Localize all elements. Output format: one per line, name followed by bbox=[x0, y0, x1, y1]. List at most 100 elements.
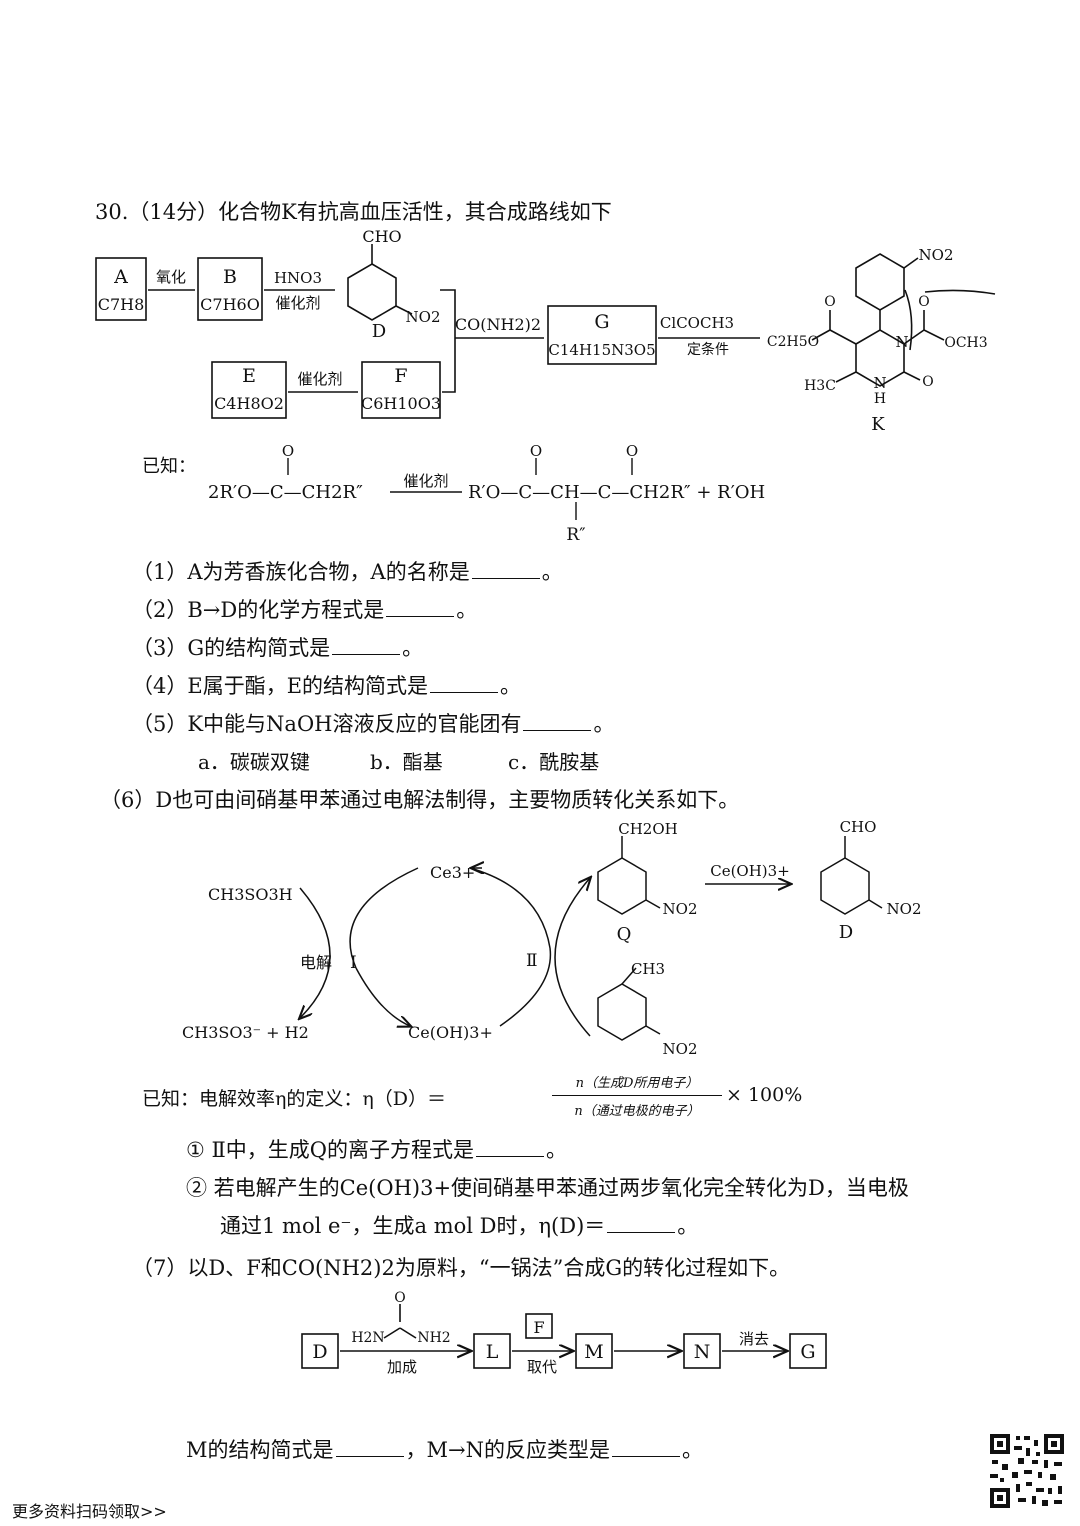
arrow-label-ceoh3: Ce(OH)3+ bbox=[710, 862, 790, 880]
question-5: （5）K中能与NaOH溶液反应的官能团有。 bbox=[132, 712, 615, 736]
K-sub-no2: NO2 bbox=[919, 246, 954, 264]
flow-step-elimination: 消去 bbox=[739, 1330, 769, 1348]
arrow-label-oxidation: 氧化 bbox=[156, 268, 186, 286]
label-D-2: D bbox=[839, 922, 853, 943]
formula-F: C6H10O3 bbox=[361, 394, 441, 413]
efficiency-numerator: n（生成D所用电子） bbox=[575, 1076, 699, 1091]
known-left: 2R′O—C—CH2R″ bbox=[208, 482, 363, 503]
label-D: D bbox=[372, 321, 386, 342]
toluene-sub-no2: NO2 bbox=[663, 1040, 698, 1058]
question-title: 30.（14分）化合物K有抗高血压活性，其合成路线如下 bbox=[95, 200, 612, 224]
cycle-step-I: Ⅰ bbox=[350, 953, 357, 973]
label-K: K bbox=[871, 414, 885, 435]
answer-blank-6-2[interactable] bbox=[607, 1214, 676, 1233]
fraction-bar bbox=[552, 1095, 722, 1096]
answer-blank-7-2[interactable] bbox=[612, 1438, 680, 1457]
cycle-step-II: Ⅱ bbox=[526, 951, 538, 971]
question-7: （7）以D、F和CO(NH2)2为原料，“一锅法”合成G的转化过程如下。 bbox=[132, 1256, 791, 1280]
option-c: c．酰胺基 bbox=[508, 750, 600, 774]
efficiency-times: × 100% bbox=[726, 1084, 803, 1106]
label-B: B bbox=[223, 266, 237, 288]
label-E: E bbox=[242, 365, 256, 387]
K-N: N bbox=[895, 333, 908, 351]
K-sub-h3c: H3C bbox=[804, 378, 836, 394]
question-4: （4）E属于酯，E的结构简式是。 bbox=[132, 674, 522, 698]
known-o-1: O bbox=[282, 442, 294, 460]
known-right: R′O—C—CH—C—CH2R″ + R′OH bbox=[468, 482, 765, 503]
option-a: a．碳碳双键 bbox=[198, 750, 310, 774]
answer-blank-4[interactable] bbox=[430, 674, 499, 693]
K-NH: N bbox=[873, 374, 886, 392]
label-G: G bbox=[594, 311, 609, 333]
efficiency-denominator: n（通过电极的电子） bbox=[574, 1104, 700, 1119]
arrow-label-hno3: HNO3 bbox=[274, 269, 322, 287]
question-6-1: ① Ⅱ中，生成Q的离子方程式是。 bbox=[186, 1138, 567, 1162]
cycle-products: CH3SO3⁻ + H2 bbox=[182, 1023, 309, 1042]
known-arrow-label: 催化剂 bbox=[403, 472, 448, 490]
one-pot-flow-diagram: D O H2N NH2 加成 L F 取代 M N 消去 G bbox=[301, 1290, 827, 1376]
Q-sub-ch2oh: CH2OH bbox=[618, 820, 677, 838]
question-2: （2）B→D的化学方程式是。 bbox=[132, 598, 478, 622]
box-G bbox=[547, 305, 657, 365]
Q-sub-no2: NO2 bbox=[663, 900, 698, 918]
flow-F: F bbox=[533, 1318, 544, 1337]
question-6-2-line2: 通过1 mol e⁻，生成a mol D时，η(D)＝。 bbox=[220, 1214, 699, 1238]
question-6: （6）D也可由间硝基甲苯通过电解法制得，主要物质转化关系如下。 bbox=[100, 788, 740, 812]
qr-code-icon[interactable] bbox=[988, 1432, 1066, 1510]
flow-L: L bbox=[486, 1341, 499, 1363]
sub-no2-D: NO2 bbox=[406, 308, 441, 326]
K-sub-och3: OCH3 bbox=[944, 335, 987, 351]
formula-G: C14H15N3O5 bbox=[548, 341, 655, 359]
question-7-end: M的结构简式是，M→N的反应类型是。 bbox=[186, 1438, 703, 1462]
label-Q: Q bbox=[617, 924, 632, 945]
arrow-label-condition: 定条件 bbox=[687, 341, 729, 358]
ring-Q bbox=[597, 857, 647, 915]
box-B bbox=[197, 257, 263, 321]
D2-sub-cho: CHO bbox=[840, 818, 877, 836]
known-sub-r: R″ bbox=[566, 525, 585, 545]
answer-blank-5[interactable] bbox=[523, 712, 592, 731]
footer-text: 更多资料扫码领取>> bbox=[12, 1502, 167, 1521]
box-F bbox=[361, 361, 441, 419]
box-E bbox=[211, 361, 287, 419]
label-F: F bbox=[394, 365, 407, 387]
flow-D: D bbox=[312, 1341, 327, 1363]
K-O-3: O bbox=[922, 374, 933, 390]
flow-N: N bbox=[694, 1341, 711, 1363]
answer-blank-1[interactable] bbox=[471, 560, 540, 579]
ring-D-2 bbox=[820, 857, 870, 915]
toluene-sub-ch3: CH3 bbox=[631, 960, 665, 978]
K-sub-ethoxy: C2H5O bbox=[767, 334, 819, 350]
question-6-2-line1: ② 若电解产生的Ce(OH)3+使间硝基甲苯通过两步氧化完全转化为D，当电极 bbox=[186, 1176, 909, 1200]
ring-toluene bbox=[597, 983, 647, 1041]
arrow-label-clcooch3: ClCOCH3 bbox=[660, 314, 734, 332]
question-1: （1）A为芳香族化合物，A的名称是。 bbox=[132, 560, 563, 584]
efficiency-label: 已知：电解效率η的定义：η（D）＝ bbox=[142, 1088, 447, 1110]
known-o-3: O bbox=[626, 442, 638, 460]
known-reaction: O O O 2R′O—C—CH2R″ 催化剂 R′O—C—CH—C—CH2R″ … bbox=[208, 442, 765, 545]
sub-cho-D: CHO bbox=[362, 227, 401, 246]
synthesis-route-diagram: A C7H8 氧化 B C7H6O HNO3 催化剂 CHO NO2 D E C… bbox=[95, 227, 996, 435]
flow-urea-o: O bbox=[394, 1290, 405, 1306]
cycle-electrolysis: 电解 bbox=[300, 953, 332, 972]
answer-blank-6-1[interactable] bbox=[476, 1138, 544, 1157]
formula-E: C4H8O2 bbox=[214, 394, 284, 413]
flow-G: G bbox=[800, 1341, 815, 1363]
K-H: H bbox=[874, 391, 886, 407]
K-O-2: O bbox=[918, 294, 929, 310]
flow-M: M bbox=[584, 1341, 603, 1363]
flow-step-substitution: 取代 bbox=[527, 1358, 557, 1376]
arrow-label-catalyst-2: 催化剂 bbox=[297, 370, 342, 388]
answer-blank-7-1[interactable] bbox=[335, 1438, 404, 1457]
answer-blank-2[interactable] bbox=[386, 598, 455, 617]
question-3: （3）G的结构简式是。 bbox=[132, 636, 424, 660]
ring-D bbox=[347, 263, 397, 321]
formula-A: C7H8 bbox=[98, 295, 145, 314]
formula-B: C7H6O bbox=[200, 295, 260, 314]
label-A: A bbox=[113, 266, 128, 288]
answer-blank-3[interactable] bbox=[332, 636, 401, 655]
K-O-1: O bbox=[824, 294, 835, 310]
known-o-2: O bbox=[530, 442, 542, 460]
D2-sub-no2: NO2 bbox=[887, 900, 922, 918]
box-A bbox=[95, 257, 147, 321]
